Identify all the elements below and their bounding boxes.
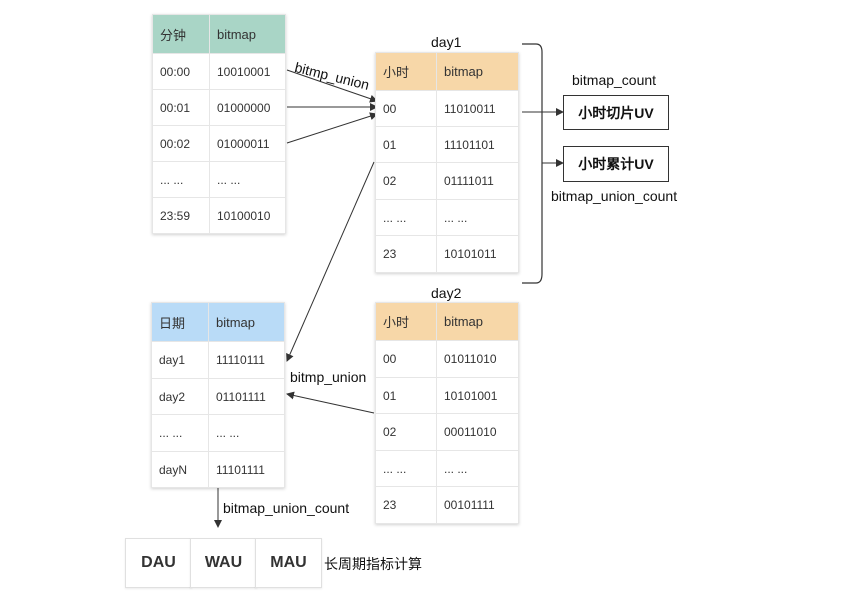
cell: 02 [375, 162, 437, 200]
col-header-bitmap: bitmap [209, 14, 286, 54]
hour-slice-uv-box: 小时切片UV [563, 95, 669, 130]
cell: ... ... [375, 450, 437, 487]
col-header-bitmap: bitmap [436, 302, 519, 341]
cell: 10101001 [436, 377, 519, 414]
cell: 11101111 [208, 451, 285, 488]
metric-wau: WAU [190, 538, 257, 588]
table-row: ... ...... ... [152, 161, 286, 198]
metric-dau: DAU [125, 538, 192, 588]
cell: 10101011 [436, 235, 519, 273]
cell: 00:00 [152, 53, 210, 90]
cell: ... ... [152, 161, 210, 198]
cell: 01111011 [436, 162, 519, 200]
cell: 00:02 [152, 125, 210, 162]
cell: 00011010 [436, 413, 519, 451]
cell: 01 [375, 377, 437, 414]
cell: day1 [151, 341, 209, 379]
table-row: ... ...... ... [151, 414, 285, 452]
day1-bracket [522, 43, 543, 284]
cell: 01101111 [208, 378, 285, 415]
label-bitmap-count: bitmap_count [572, 72, 657, 88]
cell: ... ... [436, 450, 519, 487]
col-header-date: 日期 [151, 302, 209, 342]
col-header-bitmap: bitmap [436, 52, 519, 91]
label-bitmap-union-count-right: bitmap_union_count [551, 188, 678, 204]
cell: ... ... [209, 161, 286, 198]
arrow-day1-to-date [286, 161, 375, 362]
table-header-row: 小时 bitmap [375, 302, 519, 341]
col-header-hour: 小时 [375, 52, 437, 91]
arrow-day2-to-date [286, 391, 375, 414]
cell: 01000000 [209, 89, 286, 126]
cell: 10100010 [209, 197, 286, 234]
label-bitmap-union-count-bottom: bitmap_union_count [223, 500, 350, 516]
cell: 00101111 [436, 486, 519, 524]
cell: 01011010 [436, 340, 519, 378]
cell: 10010001 [209, 53, 286, 90]
cell: 01 [375, 126, 437, 163]
cell: 23 [375, 486, 437, 524]
cell: 00:01 [152, 89, 210, 126]
table-header-row: 小时 bitmap [375, 52, 519, 91]
day2-title: day2 [431, 285, 462, 301]
cell: day2 [151, 378, 209, 415]
table-row: ... ...... ... [375, 199, 519, 236]
cell: ... ... [436, 199, 519, 236]
day1-title: day1 [431, 34, 462, 50]
cell: 11101101 [436, 126, 519, 163]
table-row: ... ...... ... [375, 450, 519, 487]
cell: 00 [375, 90, 437, 127]
cell: 11010011 [436, 90, 519, 127]
label-long-period: 长周期指标计算 [324, 556, 422, 572]
cell: 11110111 [208, 341, 285, 379]
table-header-row: 分钟 bitmap [152, 14, 286, 54]
arrow-minute-02-to-day1 [286, 112, 378, 144]
hour-cumulative-uv-box: 小时累计UV [563, 146, 669, 182]
col-header-bitmap: bitmap [208, 302, 285, 342]
cell: 23 [375, 235, 437, 273]
label-bitmp-union-date: bitmp_union [290, 369, 367, 385]
cell: 23:59 [152, 197, 210, 234]
col-header-hour: 小时 [375, 302, 437, 341]
arrow-minute-00-to-day1 [286, 69, 378, 103]
table-header-row: 日期 bitmap [151, 302, 285, 342]
cell: ... ... [151, 414, 209, 452]
metric-mau: MAU [255, 538, 322, 588]
cell: 01000011 [209, 125, 286, 162]
cell: 00 [375, 340, 437, 378]
cell: 02 [375, 413, 437, 451]
cell: ... ... [208, 414, 285, 452]
cell: ... ... [375, 199, 437, 236]
col-header-minute: 分钟 [152, 14, 210, 54]
cell: dayN [151, 451, 209, 488]
